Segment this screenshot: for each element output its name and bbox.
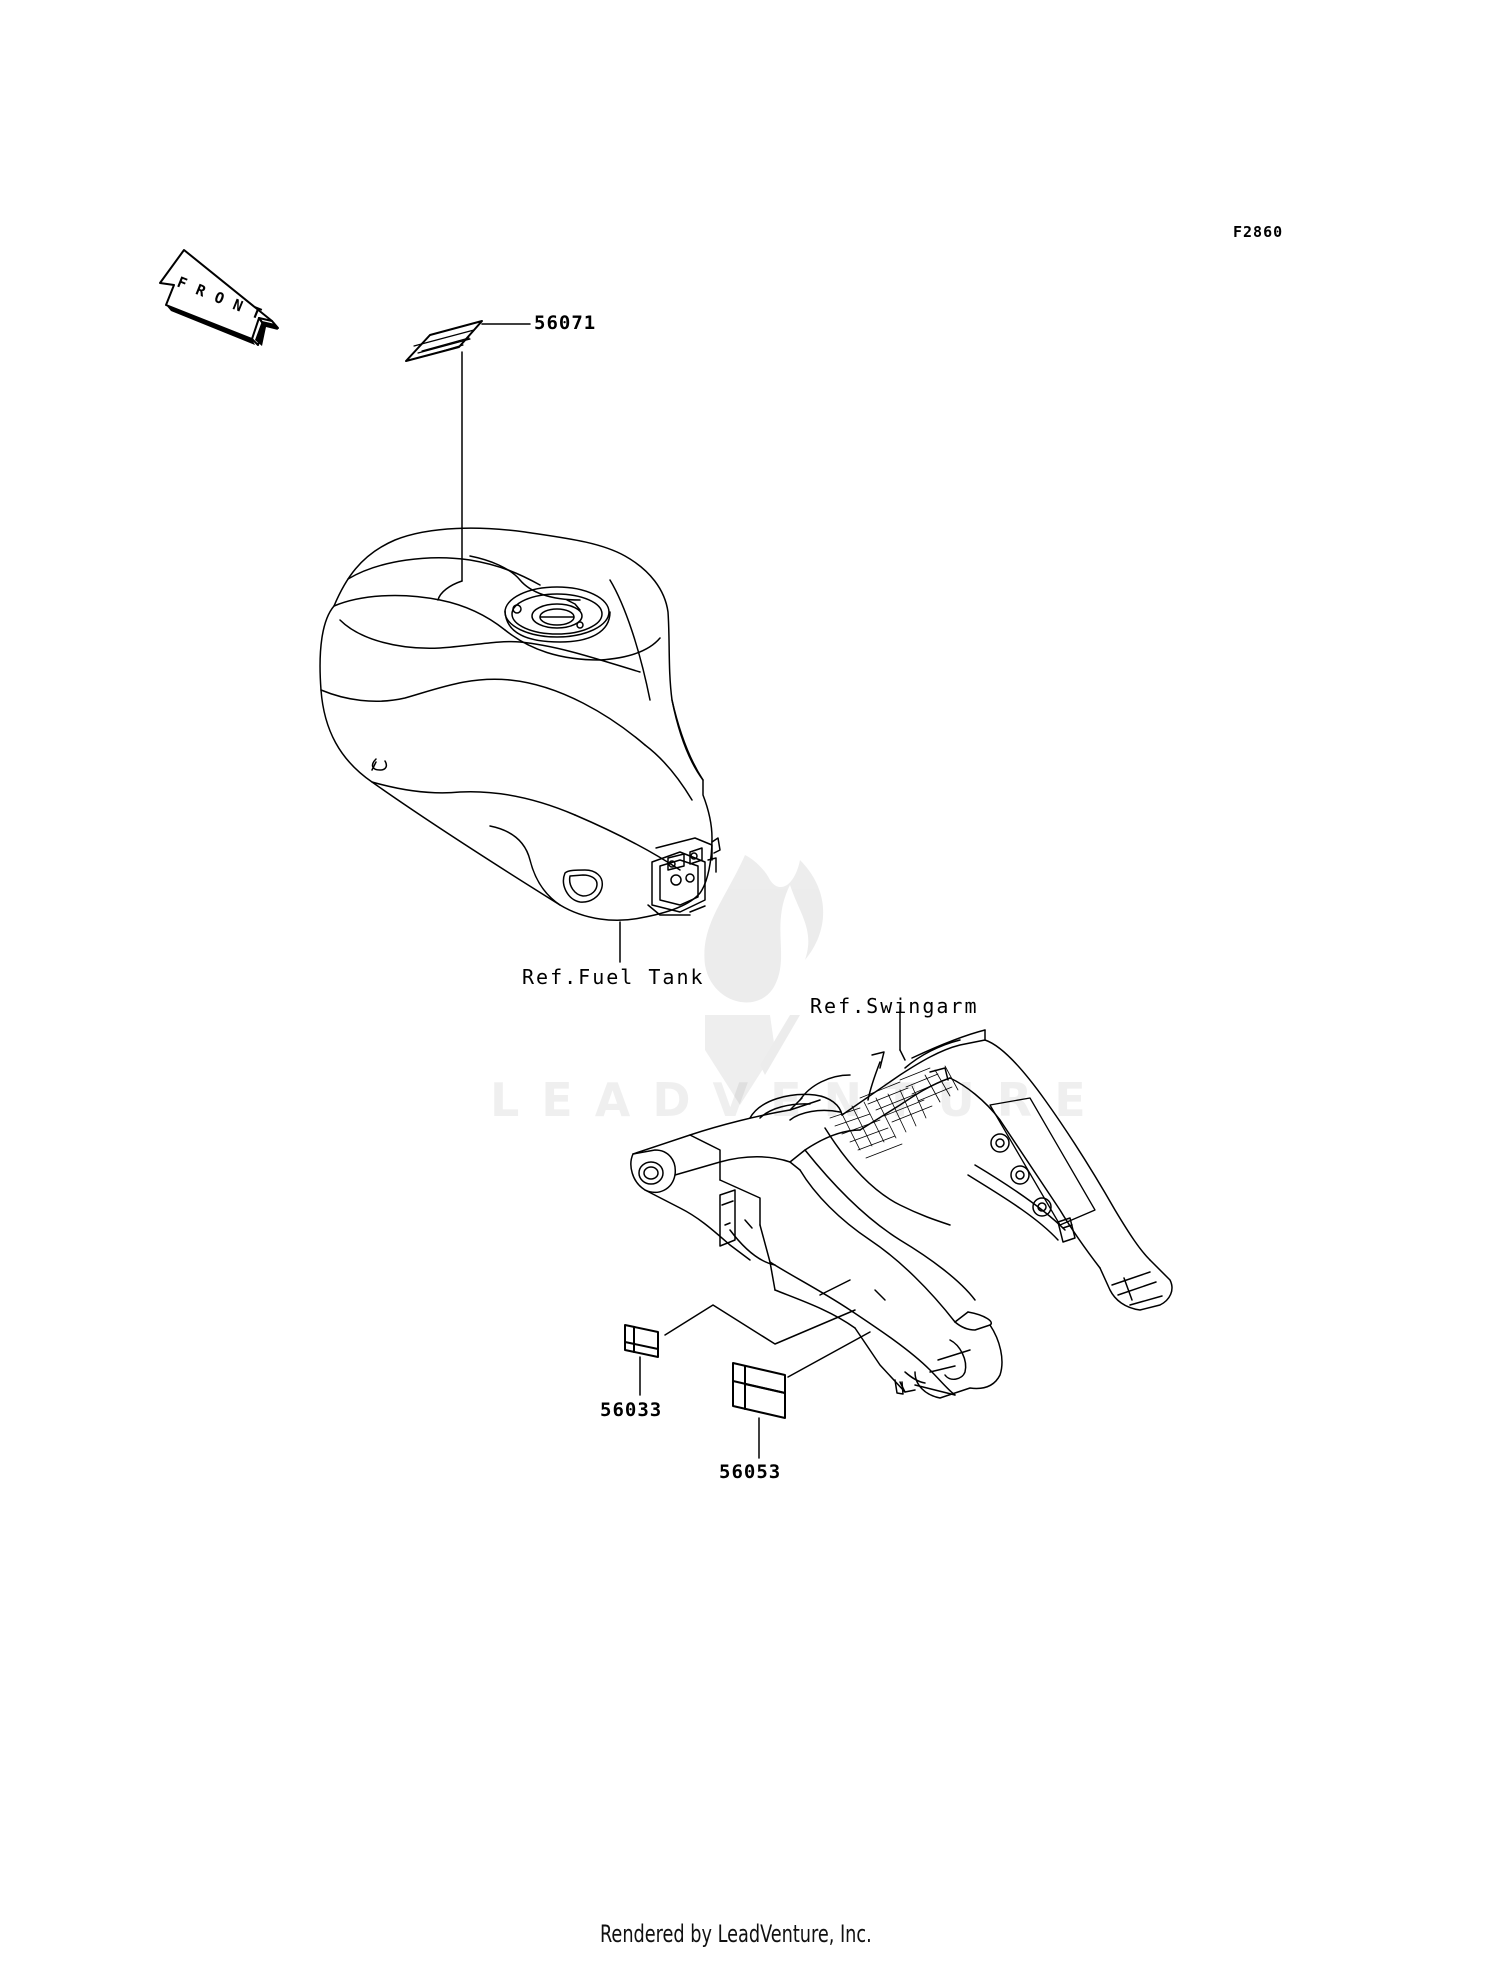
leader-swingarm [899,1005,906,1061]
part-number-56033[interactable]: 56033 [600,1399,663,1421]
ref-fuel-tank-label[interactable]: Ref.Fuel Tank [522,965,705,989]
fuel-tank-bracket [647,837,721,916]
fuel-cap [504,586,611,643]
fuel-tank-drawing [319,527,721,921]
label-56071-sticker [405,320,483,362]
leader-56033 [639,1304,856,1396]
leader-56053 [758,1331,871,1459]
part-number-56071[interactable]: 56071 [534,312,597,334]
swingarm-hatching [829,1065,959,1159]
footer-credit: Rendered by LeadVenture, Inc. [600,1920,872,1948]
swingarm-drawing [630,1029,1173,1399]
label-56033-sticker [624,1324,659,1358]
leader-56071 [461,323,531,582]
watermark-text: LEADVENTURE [490,1073,1108,1127]
front-arrow-icon: F R O N T [158,248,279,346]
ref-swingarm-label[interactable]: Ref.Swingarm [810,994,979,1018]
part-number-56053[interactable]: 56053 [719,1461,782,1483]
label-56053-sticker [732,1362,786,1419]
watermark-logo [704,855,824,1105]
figure-code: F2860 [1233,223,1284,241]
